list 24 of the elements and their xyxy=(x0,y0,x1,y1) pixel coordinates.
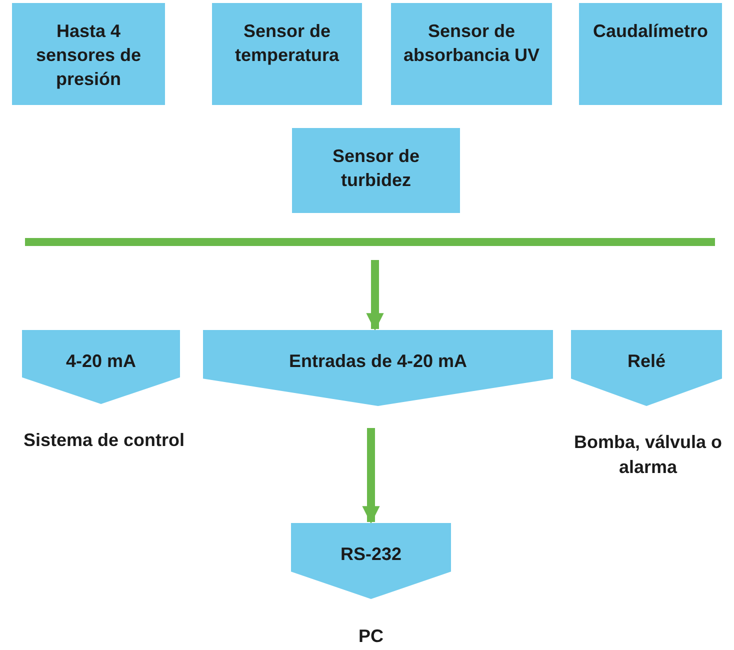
box-label: 4-20 mA xyxy=(66,350,136,372)
sensor-box xyxy=(579,3,722,105)
box-label: Hasta 4 sensores de presión xyxy=(34,20,142,91)
pointed-label-box xyxy=(571,330,722,406)
arrow xyxy=(362,428,380,524)
sensor-box xyxy=(212,3,362,105)
sensor-box xyxy=(292,128,460,213)
box-label: Caudalímetro xyxy=(592,20,708,43)
output-label: Bomba, válvula o alarma xyxy=(572,431,724,479)
box-label: Entradas de 4-20 mA xyxy=(288,350,468,372)
output-label: PC xyxy=(358,625,384,648)
pointed-label-box xyxy=(203,330,553,406)
pointed-label-box xyxy=(22,330,180,404)
arrow xyxy=(366,260,384,331)
sensor-box xyxy=(12,3,165,105)
divider-bar xyxy=(25,238,715,246)
sensor-box xyxy=(391,3,552,105)
box-label: Sensor de turbidez xyxy=(331,145,421,192)
box-label: Sensor de absorbancia UV xyxy=(402,20,541,67)
box-label: RS-232 xyxy=(340,543,402,565)
box-label: Sensor de temperatura xyxy=(234,20,340,67)
box-label: Relé xyxy=(627,350,666,372)
output-label: Sistema de control xyxy=(23,429,185,452)
pointed-label-box xyxy=(291,523,451,599)
